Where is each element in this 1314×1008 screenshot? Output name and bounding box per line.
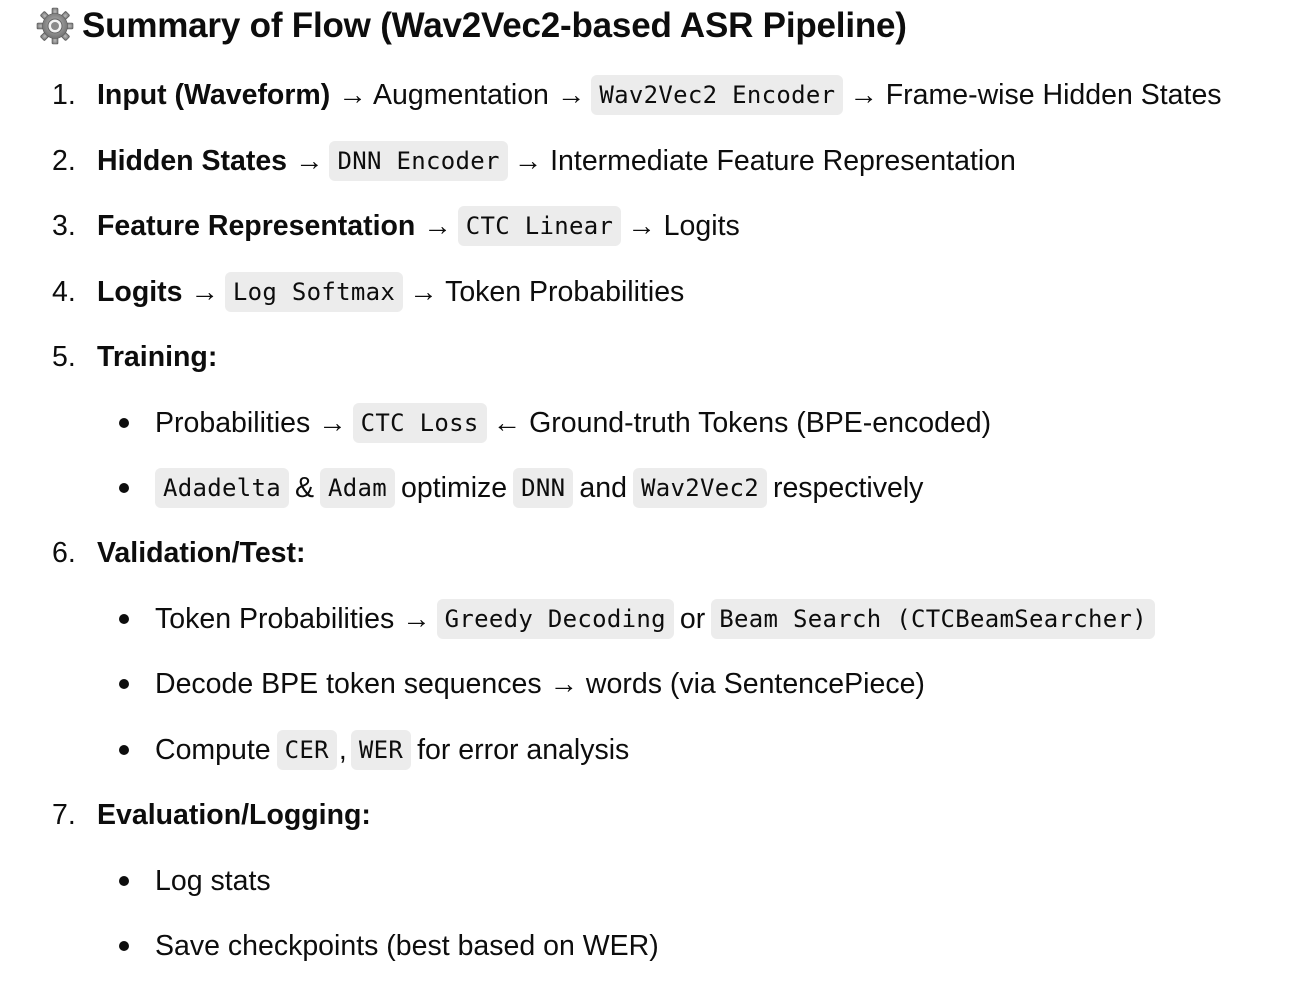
bullet-item: Compute CER , WER for error analysis <box>0 730 1314 770</box>
bullet-text: Log stats <box>155 865 271 897</box>
bullet-text: or <box>679 603 706 635</box>
step-text: → Logits <box>627 210 740 242</box>
list-item-step-3: 3. Feature Representation → CTC Linear →… <box>0 206 1314 246</box>
inline-code: DNN <box>513 468 574 508</box>
bullet-dot <box>119 483 129 493</box>
step-number: 2. <box>52 145 76 177</box>
step-title: Input (Waveform) <box>97 79 331 111</box>
inline-code: Wav2Vec2 <box>632 468 767 508</box>
bullet-dot <box>119 745 129 755</box>
gear-icon <box>36 7 74 45</box>
bullet-text: Probabilities → <box>155 407 347 439</box>
bullet-text: for error analysis <box>417 734 630 766</box>
list-item-step-6: 6. Validation/Test: <box>0 533 1314 573</box>
bullet-dot <box>119 614 129 624</box>
inline-code: DNN Encoder <box>329 141 508 181</box>
step-number: 5. <box>52 341 76 373</box>
step-text: → Augmentation → <box>338 79 586 111</box>
step-title: Logits <box>97 276 183 308</box>
step-text: → <box>294 145 324 177</box>
bullet-text: and <box>579 472 627 504</box>
bullet-text: & <box>295 472 315 504</box>
inline-code: CTC Loss <box>352 403 487 443</box>
bullet-text: respectively <box>772 472 924 504</box>
list-item-step-7: 7. Evaluation/Logging: <box>0 795 1314 835</box>
inline-code: Log Softmax <box>224 272 404 312</box>
step-number: 6. <box>52 537 76 569</box>
list-item-step-4: 4. Logits → Log Softmax → Token Probabil… <box>0 272 1314 312</box>
inline-code: Beam Search (CTCBeamSearcher) <box>711 599 1155 639</box>
step-text: → Frame-wise Hidden States <box>849 79 1222 111</box>
step-title: Evaluation/Logging: <box>97 799 371 831</box>
list-item-step-5: 5. Training: <box>0 337 1314 377</box>
bullet-item: Log stats <box>0 861 1314 901</box>
step-title: Hidden States <box>97 145 288 177</box>
bullet-text: Compute <box>155 734 271 766</box>
step-text: → Token Probabilities <box>409 276 685 308</box>
step-text: → Intermediate Feature Representation <box>513 145 1016 177</box>
bullet-text: Decode BPE token sequences → words (via … <box>155 668 925 700</box>
step-number: 4. <box>52 276 76 308</box>
list-item-step-1: 1. Input (Waveform) → Augmentation → Wav… <box>0 75 1314 115</box>
inline-code: CTC Linear <box>457 206 622 246</box>
page-title: Summary of Flow (Wav2Vec2-based ASR Pipe… <box>82 6 907 45</box>
step-number: 1. <box>52 79 76 111</box>
step-number: 3. <box>52 210 76 242</box>
bullet-dot <box>119 941 129 951</box>
inline-code: Adadelta <box>155 468 289 508</box>
inline-code: Wav2Vec2 Encoder <box>591 75 844 115</box>
bullet-item: Probabilities → CTC Loss ← Ground-truth … <box>0 403 1314 443</box>
step-title: Training: <box>97 341 218 373</box>
step-number: 7. <box>52 799 76 831</box>
step-text: → <box>423 210 452 242</box>
step-text: → <box>190 276 219 308</box>
bullet-item: Save checkpoints (best based on WER) <box>0 926 1314 966</box>
bullet-dot <box>119 418 129 428</box>
bullet-text: Save checkpoints (best based on WER) <box>155 930 659 962</box>
step-title: Validation/Test: <box>97 537 306 569</box>
bullet-item: Token Probabilities → Greedy Decoding or… <box>0 599 1314 639</box>
inline-code: Adam <box>320 468 396 508</box>
bullet-dot <box>119 679 129 689</box>
bullet-item: Adadelta & Adam optimize DNN and Wav2Vec… <box>0 468 1314 508</box>
bullet-item: Decode BPE token sequences → words (via … <box>0 664 1314 704</box>
bullet-dot <box>119 876 129 886</box>
inline-code: Greedy Decoding <box>436 599 674 639</box>
bullet-text: , <box>338 734 347 766</box>
inline-code: CER <box>276 730 337 770</box>
bullet-text: optimize <box>401 472 508 504</box>
list-item-step-2: 2. Hidden States → DNN Encoder → Interme… <box>0 141 1314 181</box>
bullet-text: ← Ground-truth Tokens (BPE-encoded) <box>492 407 992 439</box>
step-title: Feature Representation <box>97 210 416 242</box>
inline-code: WER <box>350 730 412 770</box>
bullet-text: Token Probabilities → <box>155 603 431 635</box>
summary-heading: Summary of Flow (Wav2Vec2-based ASR Pipe… <box>36 4 907 48</box>
